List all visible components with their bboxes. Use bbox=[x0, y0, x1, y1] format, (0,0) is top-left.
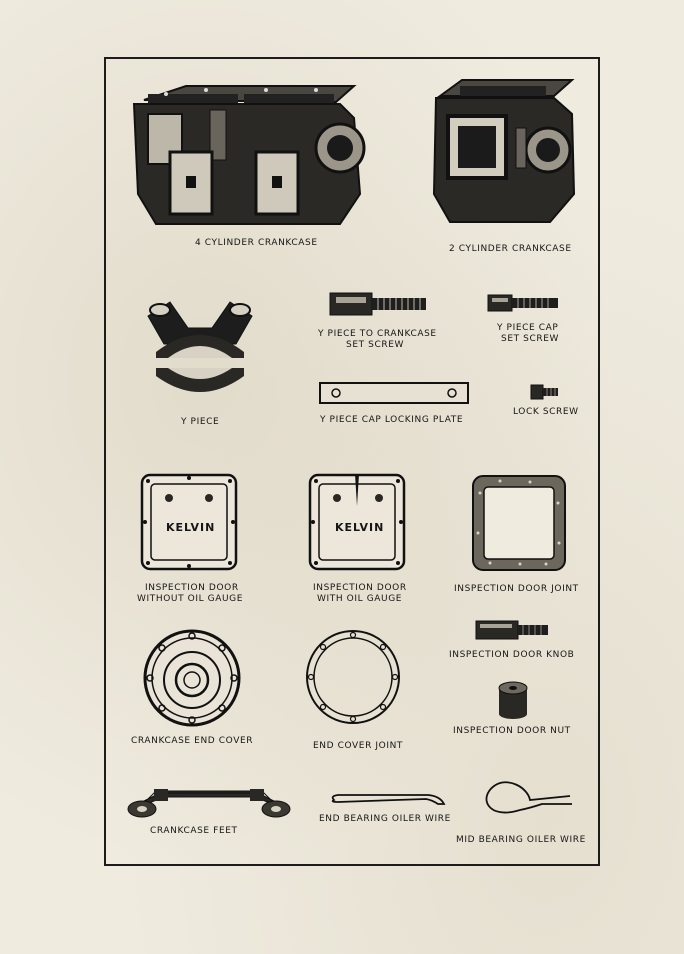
lock-screw-label: LOCK SCREW bbox=[513, 407, 579, 417]
inspection-door-without-gauge-label-line1: INSPECTION DOOR bbox=[145, 583, 239, 593]
crankcase-feet-label: CRANKCASE FEET bbox=[150, 826, 238, 836]
y-piece-set-screw-label-line1: Y PIECE TO CRANKCASE bbox=[318, 329, 437, 339]
inspection-door-joint-illustration bbox=[470, 473, 568, 573]
crankcase-feet-illustration bbox=[124, 783, 294, 823]
y-piece-set-screw-label-line2: SET SCREW bbox=[346, 340, 404, 350]
inspection-door-knob-illustration bbox=[475, 619, 549, 641]
inspection-door-knob-label: INSPECTION DOOR KNOB bbox=[449, 650, 575, 660]
mid-bearing-oiler-wire-illustration bbox=[478, 778, 578, 830]
crankcase-end-cover-illustration bbox=[142, 628, 242, 728]
y-piece-label: Y PIECE bbox=[181, 417, 220, 427]
illustration-frame bbox=[104, 57, 600, 866]
inspection-door-without-gauge-label-line2: WITHOUT OIL GAUGE bbox=[137, 594, 244, 604]
inspection-door-nut-label: INSPECTION DOOR NUT bbox=[453, 726, 571, 736]
mid-bearing-oiler-wire-label: MID BEARING OILER WIRE bbox=[456, 835, 586, 845]
inspection-door-without-gauge-brand: KELVIN bbox=[166, 521, 216, 534]
crankcase-end-cover-label: CRANKCASE END COVER bbox=[131, 736, 254, 746]
end-cover-joint-illustration bbox=[304, 628, 402, 726]
lock-screw-illustration bbox=[530, 384, 560, 400]
inspection-door-joint-label: INSPECTION DOOR JOINT bbox=[454, 584, 579, 594]
y-piece-cap-locking-plate-illustration bbox=[318, 381, 470, 405]
y-piece-cap-set-screw-label-line2: SET SCREW bbox=[501, 334, 559, 344]
y-piece-cap-set-screw-illustration bbox=[486, 293, 560, 313]
inspection-door-with-gauge-label-line1: INSPECTION DOOR bbox=[313, 583, 407, 593]
inspection-door-nut-illustration bbox=[495, 680, 531, 720]
end-bearing-oiler-wire-label: END BEARING OILER WIRE bbox=[319, 814, 451, 824]
inspection-door-without-gauge-illustration bbox=[139, 472, 239, 572]
y-piece-illustration bbox=[140, 298, 260, 408]
end-bearing-oiler-wire-illustration bbox=[328, 790, 448, 810]
y-piece-cap-locking-plate-label: Y PIECE CAP LOCKING PLATE bbox=[320, 415, 464, 425]
inspection-door-with-gauge-brand: KELVIN bbox=[335, 521, 385, 534]
y-piece-set-screw-illustration bbox=[328, 291, 428, 317]
y-piece-cap-set-screw-label-line1: Y PIECE CAP bbox=[497, 323, 559, 333]
four-cylinder-crankcase-label: 4 CYLINDER CRANKCASE bbox=[195, 238, 318, 248]
four-cylinder-crankcase-illustration bbox=[126, 84, 366, 229]
two-cylinder-crankcase-illustration bbox=[430, 74, 580, 229]
inspection-door-with-gauge-label-line2: WITH OIL GAUGE bbox=[317, 594, 403, 604]
two-cylinder-crankcase-label: 2 CYLINDER CRANKCASE bbox=[449, 244, 572, 254]
inspection-door-with-gauge-illustration bbox=[307, 472, 407, 572]
end-cover-joint-label: END COVER JOINT bbox=[313, 741, 403, 751]
